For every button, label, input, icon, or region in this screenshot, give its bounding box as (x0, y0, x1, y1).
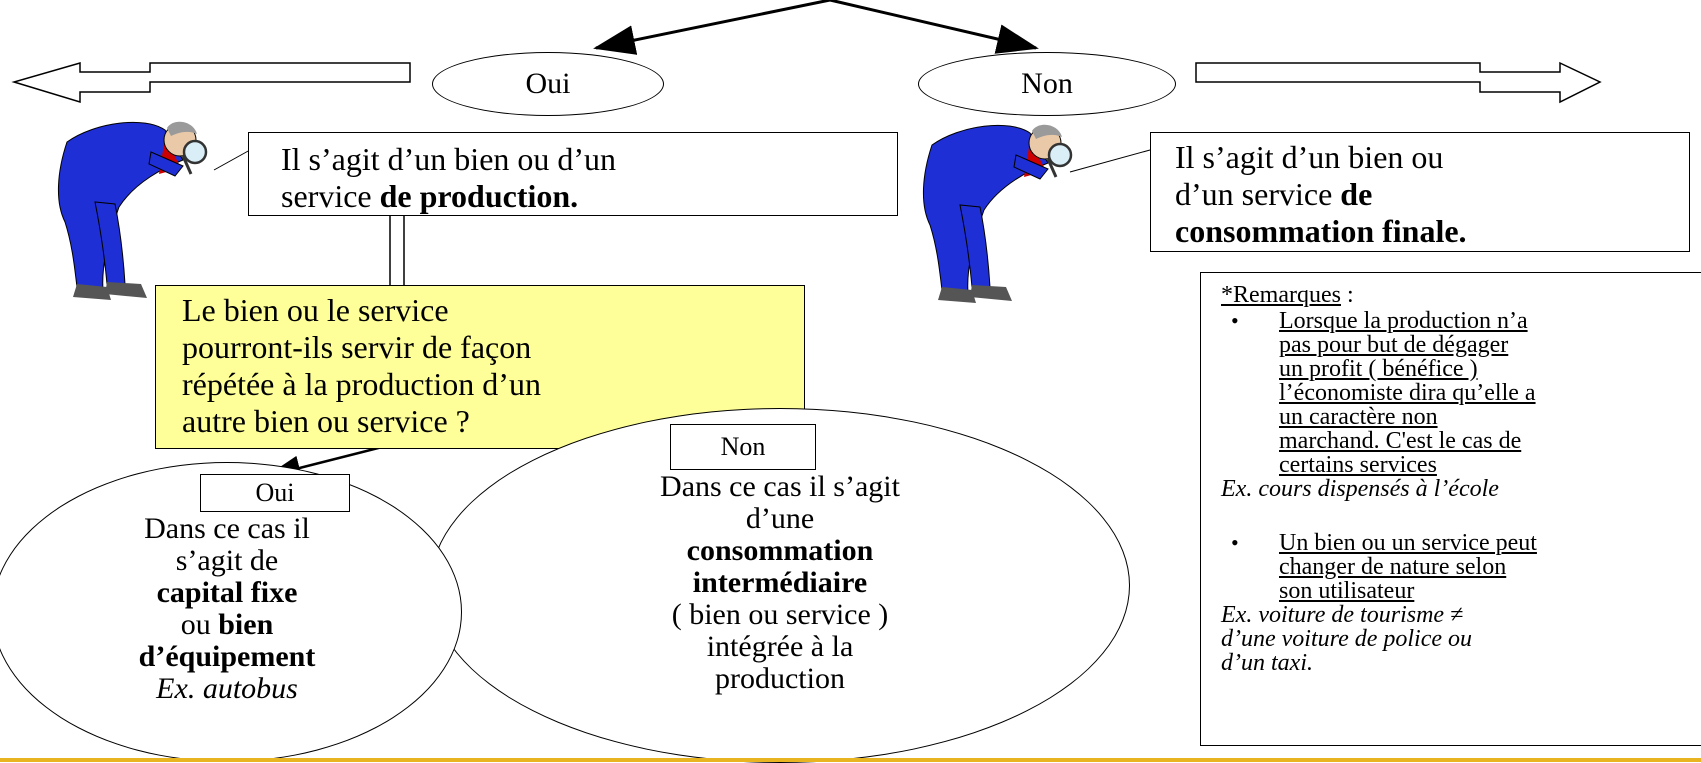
right-outline-arrow (1195, 61, 1602, 104)
non-line1: Dans ce cas il s’agit (660, 470, 900, 503)
production-box: Il s’agit d’un bien ou d’un service de p… (248, 132, 898, 216)
oui-line5: d’équipement (138, 640, 316, 673)
remark-item: Un bien ou un service peut changer de na… (1221, 531, 1701, 603)
oui-ellipse: Oui (432, 52, 664, 116)
question-line: pourront-ils servir de façon (182, 329, 532, 365)
oui-line4: ou bien (180, 608, 274, 641)
remarks-list-2: Un bien ou un service peut changer de na… (1221, 531, 1701, 603)
oui-line2: s’agit de (175, 544, 279, 577)
bottom-rule (0, 758, 1701, 762)
non-line6: intégrée à la (706, 630, 854, 663)
arrow-to-non (829, 0, 1039, 54)
oui-label: Oui (525, 67, 571, 100)
remark-item: Lorsque la production n’a pas pour but d… (1221, 309, 1701, 477)
non-line7: production (715, 662, 845, 695)
left-outline-arrow (11, 62, 411, 104)
remarks-title: *Remarques : (1221, 282, 1354, 308)
non-line2: d’une (745, 502, 815, 535)
remarks-list-1: Lorsque la production n’a pas pour but d… (1221, 309, 1701, 477)
final-line1: Il s’agit d’un bien ou (1175, 139, 1444, 175)
remarks-box: *Remarques : Lorsque la production n’a p… (1200, 272, 1701, 746)
oui-example: Ex. autobus (156, 672, 298, 705)
question-line: répétée à la production d’un (182, 366, 541, 402)
arrow-to-oui (593, 0, 831, 55)
question-line: Le bien ou le service (182, 292, 449, 328)
oui-line3: capital fixe (156, 576, 298, 609)
remark-example-2: Ex. voiture de tourisme ≠ d’une voiture … (1221, 602, 1473, 676)
final-consumption-box: Il s’agit d’un bien ou d’un service de c… (1150, 132, 1690, 252)
non-line5: ( bien ou service ) (671, 598, 889, 631)
pointer-left (213, 149, 251, 171)
final-line2: d’un service de (1175, 176, 1373, 212)
oui-line1: Dans ce cas il (144, 512, 310, 545)
non-tag: Non (670, 424, 816, 470)
non-line3: consommation (686, 534, 874, 567)
man-with-magnifying-glass-icon (58, 121, 208, 300)
oui-tag: Oui (200, 474, 350, 512)
question-line: autre bien ou service ? (182, 403, 470, 439)
remark-example-1: Ex. cours dispensés à l’école (1221, 476, 1499, 502)
non-line4: intermédiaire (692, 566, 868, 599)
man-with-magnifying-glass-icon (923, 124, 1073, 303)
final-line3: consommation finale. (1175, 213, 1467, 249)
pointer-right (1069, 149, 1151, 173)
oui-circle: Dans ce cas il s’agit de capital fixe ou… (0, 462, 462, 762)
production-line2: service de production. (281, 178, 579, 214)
non-label: Non (1021, 67, 1073, 100)
non-ellipse: Non (918, 52, 1176, 116)
production-line1: Il s’agit d’un bien ou d’un (281, 141, 617, 177)
